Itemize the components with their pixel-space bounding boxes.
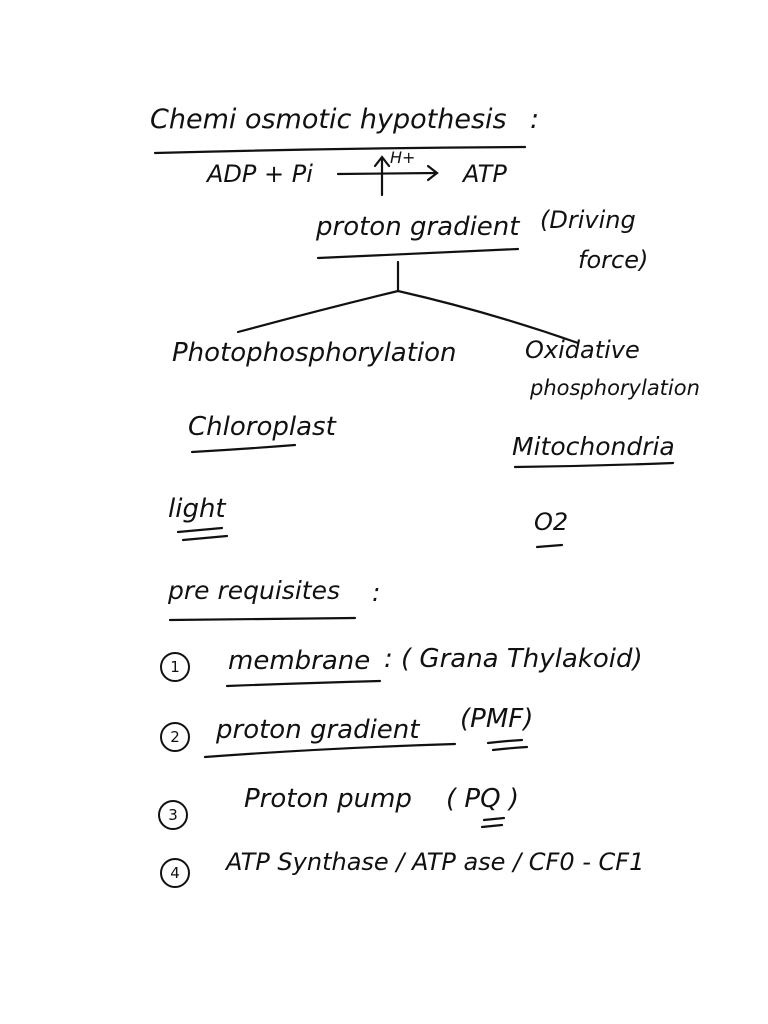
item-number-1: 1 xyxy=(160,652,190,682)
light-underline-1 xyxy=(176,526,224,534)
right-branch-site: Mitochondria xyxy=(512,432,675,461)
item-3-detail: ( PQ ) xyxy=(446,784,519,814)
prerequisites-colon: : xyxy=(372,578,381,607)
item-2-detail: (PMF) xyxy=(460,704,534,734)
item2-underline xyxy=(203,742,457,759)
pq-underline-1 xyxy=(482,816,506,822)
pmf-underline-2 xyxy=(491,745,529,752)
right-branch-process-line1: Oxidative xyxy=(525,336,640,364)
item-1-text: membrane xyxy=(228,646,371,676)
gradient-note-line2: force) xyxy=(578,246,649,274)
prerequisites-heading: pre requisites xyxy=(168,576,340,605)
light-underline-2 xyxy=(181,534,229,542)
gradient-label: proton gradient xyxy=(316,212,520,242)
gradient-underline xyxy=(316,247,520,260)
pq-underline-2 xyxy=(480,823,504,829)
reaction-arrow-label: H+ xyxy=(390,148,416,167)
reaction-arrow-shaft xyxy=(336,171,439,176)
membrane-underline xyxy=(225,679,382,688)
gradient-note-line1: (Driving xyxy=(540,206,636,234)
pmf-underline-1 xyxy=(486,738,524,745)
prerequisites-underline xyxy=(168,616,357,622)
title-colon: : xyxy=(530,104,540,135)
o2-underline xyxy=(535,543,564,549)
tree-right-branch xyxy=(396,289,580,345)
item-number-4: 4 xyxy=(160,858,190,888)
right-branch-process-line2: phosphorylation xyxy=(530,376,700,400)
left-branch-site: Chloroplast xyxy=(188,412,336,442)
item-4-text: ATP Synthase / ATP ase / CF0 - CF1 xyxy=(226,848,645,876)
mitochondria-underline xyxy=(513,461,675,469)
title-underline xyxy=(153,145,527,155)
item-1-detail: : ( Grana Thylakoid) xyxy=(384,644,643,674)
reaction-arrow-head xyxy=(426,164,439,182)
item-3-text: Proton pump xyxy=(244,784,412,814)
page-title: Chemi osmotic hypothesis xyxy=(150,104,507,135)
item-number-3: 3 xyxy=(158,800,188,830)
left-branch-source: light xyxy=(168,494,226,524)
item-2-text: proton gradient xyxy=(216,715,420,745)
left-branch-process: Photophosphorylation xyxy=(172,338,457,368)
proton-arrow-head xyxy=(373,155,391,168)
reaction-right: ATP xyxy=(463,160,507,188)
chloroplast-underline xyxy=(190,443,297,454)
reaction-left: ADP + Pi xyxy=(207,160,313,188)
item-number-2: 2 xyxy=(160,722,190,752)
tree-left-branch xyxy=(236,289,400,334)
right-branch-source: O2 xyxy=(534,508,569,536)
